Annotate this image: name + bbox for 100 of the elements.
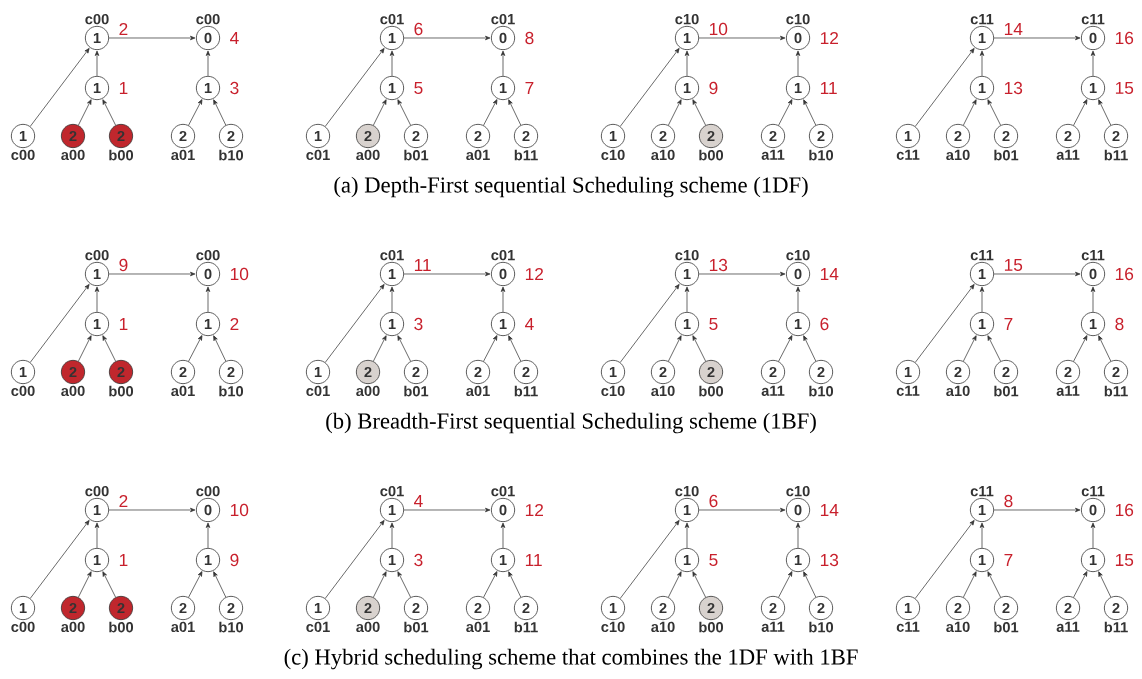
arrow [397, 335, 411, 362]
node-label: a10 [651, 385, 675, 397]
node-label: c11 [1081, 14, 1105, 25]
arrow [795, 522, 801, 549]
arrow [795, 286, 801, 313]
arrow [698, 507, 786, 513]
arrow [403, 507, 491, 513]
step-number: 16 [1115, 503, 1134, 517]
arrow [500, 50, 506, 77]
arrow [1090, 522, 1096, 549]
arrow [108, 507, 196, 513]
step-number: 11 [414, 259, 431, 271]
arrow [508, 571, 522, 598]
node-label: a11 [761, 385, 785, 396]
arrow [619, 48, 680, 127]
arrow [963, 335, 977, 362]
arrow [373, 335, 387, 362]
node-label: b01 [994, 149, 1019, 161]
step-number: 13 [820, 553, 839, 567]
arrow [78, 99, 92, 126]
arrow [963, 99, 977, 126]
arrow [684, 286, 690, 313]
arrow [987, 571, 1001, 598]
node-label: a11 [1056, 621, 1080, 632]
arrow [508, 335, 522, 362]
arrow [213, 335, 227, 362]
arrow [778, 99, 793, 126]
step-number: 9 [230, 553, 239, 567]
node-label: c01 [306, 621, 330, 633]
node-label: c11 [970, 250, 994, 261]
arrow [684, 522, 690, 549]
step-number: 5 [709, 553, 718, 567]
node-label: b10 [219, 149, 244, 161]
node-label: c11 [896, 149, 920, 160]
arrow [508, 99, 522, 126]
arrow [500, 522, 506, 549]
node-label: c00 [85, 485, 109, 497]
node-label: b10 [809, 149, 834, 161]
arrow [993, 35, 1081, 41]
caption: (c) Hybrid scheduling scheme that combines the 1DF with 1BF [284, 648, 858, 670]
step-number: 16 [1115, 267, 1134, 281]
node-label: c01 [380, 13, 404, 25]
arrow [500, 286, 506, 313]
node-label: b11 [1104, 149, 1128, 161]
arrow [1073, 335, 1088, 362]
arrow [803, 335, 817, 362]
arrow [987, 335, 1001, 362]
arrow [29, 284, 90, 363]
arrow [403, 271, 491, 277]
step-number: 1 [119, 318, 128, 330]
node-label: c01 [491, 485, 515, 497]
arrow [94, 286, 100, 313]
node-label: c01 [491, 13, 515, 25]
arrow [1073, 99, 1088, 126]
node-label: a10 [946, 385, 970, 397]
step-number: 16 [1115, 31, 1134, 45]
node-label: a00 [356, 149, 380, 161]
arrow [324, 520, 385, 599]
step-number: 7 [525, 82, 534, 94]
arrow [483, 571, 498, 598]
node-label: a11 [1056, 149, 1080, 160]
arrow [668, 99, 682, 126]
arrow [778, 571, 793, 598]
arrow [803, 99, 817, 126]
arrow [188, 99, 203, 126]
step-number: 7 [1004, 318, 1013, 330]
arrow [373, 571, 387, 598]
arrow [389, 50, 395, 77]
step-number: 1 [119, 82, 128, 94]
step-number: 4 [525, 318, 534, 330]
node-label: c00 [11, 385, 35, 397]
node-label: b11 [514, 385, 538, 397]
step-number: 10 [709, 22, 728, 36]
node-label: c00 [11, 149, 35, 161]
arrow [979, 286, 985, 313]
node-label: c10 [675, 485, 699, 497]
node-label: a00 [356, 621, 380, 633]
arrow [987, 99, 1001, 126]
node-label: c10 [786, 485, 810, 497]
arrow [803, 571, 817, 598]
node-label: c10 [601, 621, 625, 633]
node-label: b11 [514, 149, 538, 161]
node-label: b00 [109, 385, 134, 397]
step-number: 9 [709, 81, 718, 95]
arrow [993, 507, 1081, 513]
step-number: 2 [230, 317, 239, 331]
arrow [94, 522, 100, 549]
node-label: c10 [675, 249, 699, 261]
node-label: c00 [196, 13, 220, 25]
node-label: c10 [786, 13, 810, 25]
arrow [205, 522, 211, 549]
arrow [979, 50, 985, 77]
step-number: 13 [709, 258, 728, 272]
arrow [619, 520, 680, 599]
arrow [188, 571, 203, 598]
node-label: c00 [196, 249, 220, 261]
step-number: 14 [820, 504, 839, 516]
node-label: b00 [699, 385, 724, 397]
step-number: 5 [414, 81, 423, 95]
node-label: a11 [761, 149, 785, 160]
